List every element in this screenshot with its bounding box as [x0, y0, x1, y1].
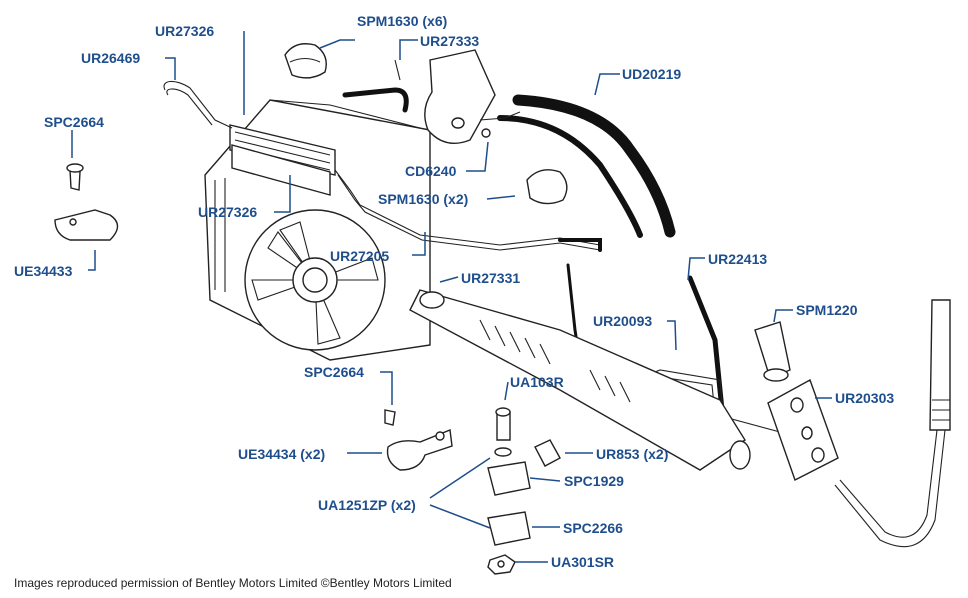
- steering-rack: [409, 289, 751, 471]
- label-ur27326-top: UR27326: [155, 23, 215, 39]
- label-ur20093: UR20093: [593, 313, 653, 329]
- pump-reservoir: [424, 49, 521, 144]
- label-ur853-x2: UR853 (x2): [596, 446, 669, 462]
- label-spm1630-x2: SPM1630 (x2): [378, 191, 469, 207]
- hardware: [54, 43, 839, 575]
- label-spm1630-x6: SPM1630 (x6): [357, 13, 448, 29]
- label-ur27331: UR27331: [461, 270, 521, 286]
- pipework: [163, 80, 951, 548]
- label-cd6240: CD6240: [405, 163, 457, 179]
- label-spc1929: SPC1929: [564, 473, 624, 489]
- label-spc2266: SPC2266: [563, 520, 623, 536]
- label-ue34433: UE34433: [14, 263, 73, 279]
- copyright-caption: Images reproduced permission of Bentley …: [14, 576, 452, 590]
- label-ur20303: UR20303: [835, 390, 895, 406]
- label-ua1251zp-x2: UA1251ZP (x2): [318, 497, 416, 513]
- label-ur26469: UR26469: [81, 50, 141, 66]
- label-spc2664-mid: SPC2664: [304, 364, 364, 380]
- label-ue34434-x2: UE34434 (x2): [238, 446, 326, 462]
- label-ud20219: UD20219: [622, 66, 682, 82]
- label-ur22413: UR22413: [708, 251, 768, 267]
- label-ua103r: UA103R: [510, 374, 564, 390]
- label-ur27205: UR27205: [330, 248, 390, 264]
- leader-lines: [71, 31, 832, 563]
- label-spm1220: SPM1220: [796, 302, 858, 318]
- radiator-assembly: [204, 99, 431, 361]
- label-ur27326-lower: UR27326: [198, 204, 258, 220]
- label-ur27333: UR27333: [420, 33, 480, 49]
- label-ua301sr: UA301SR: [551, 554, 615, 570]
- label-spc2664-left: SPC2664: [44, 114, 104, 130]
